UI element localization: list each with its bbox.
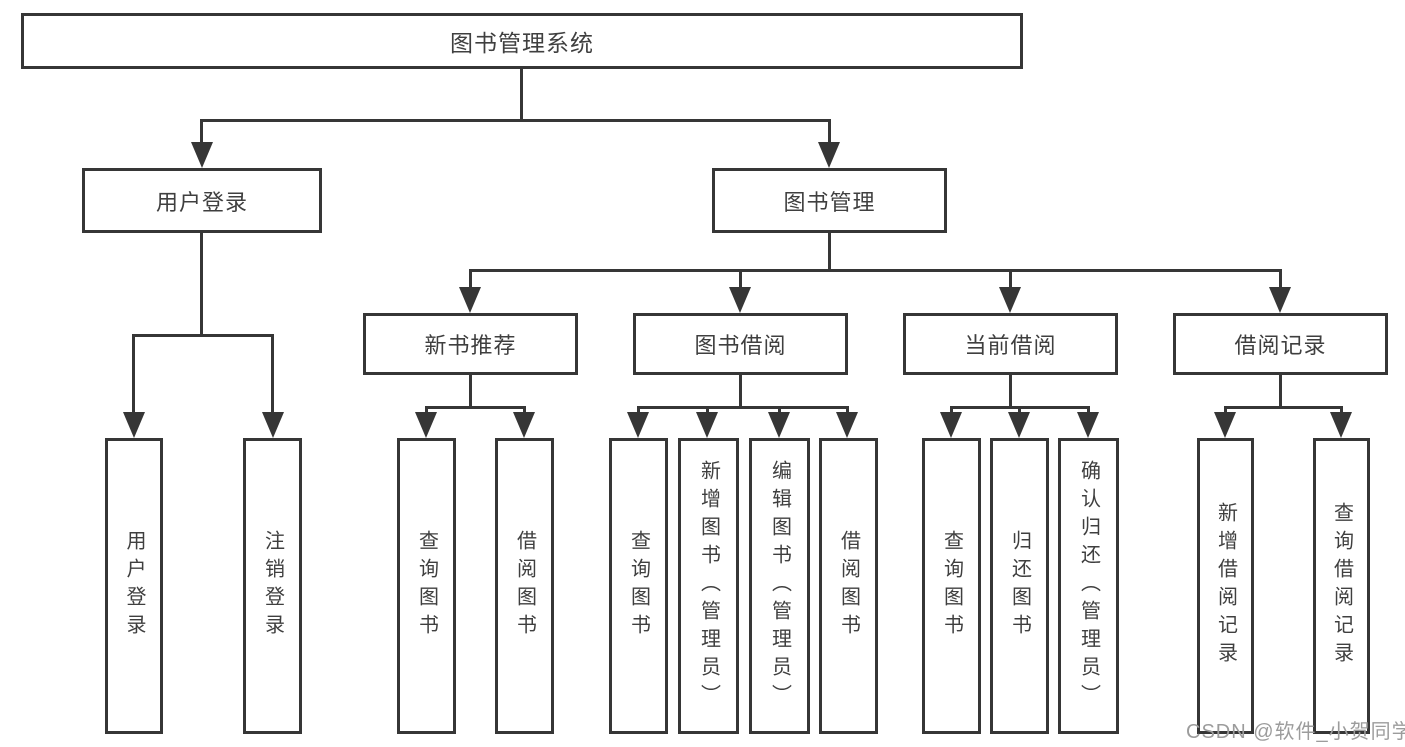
leaf-query-book-current: 查询图书: [922, 438, 981, 734]
leaf-add-borrow-record-label: 新增借阅记录: [1214, 502, 1237, 670]
node-new-book-recommend-label: 新书推荐: [424, 333, 517, 358]
connector-leaf-stem: [425, 406, 428, 416]
arrow-down-icon: [1008, 412, 1030, 438]
arrow-down-icon: [1214, 412, 1236, 438]
connector-group-hbar: [1224, 406, 1343, 409]
arrow-down-icon: [123, 412, 145, 438]
connector-group-down: [469, 375, 472, 407]
arrow-down-icon: [836, 412, 858, 438]
arrow-down-icon: [627, 412, 649, 438]
leaf-query-book-label: 查询图书: [415, 530, 438, 642]
arrow-down-icon: [1330, 412, 1352, 438]
connector-leaf-stem: [1224, 406, 1227, 416]
leaf-user-login: 用户登录: [105, 438, 163, 734]
leaf-edit-book-label: 编辑图书（管理员）: [768, 460, 791, 712]
connector-root-stem: [520, 69, 523, 120]
leaf-query-borrow-record-label: 查询借阅记录: [1330, 502, 1353, 670]
connector-l3-stem: [1279, 269, 1282, 289]
node-book-borrowing-label: 图书借阅: [694, 333, 787, 358]
node-current-borrowing: 当前借阅: [903, 313, 1118, 375]
connector-leaf-stem: [523, 406, 526, 416]
connector-group-down: [739, 375, 742, 407]
arrow-down-icon: [415, 412, 437, 438]
leaf-query-book-label: 查询图书: [940, 530, 963, 642]
leaf-query-book-recommend: 查询图书: [397, 438, 456, 734]
node-book-management-label: 图书管理: [783, 189, 876, 215]
connector-l3-stem: [739, 269, 742, 289]
leaf-query-borrow-record: 查询借阅记录: [1313, 438, 1370, 734]
node-root-label: 图书管理系统: [450, 30, 594, 56]
leaf-query-book-borrow: 查询图书: [609, 438, 668, 734]
node-user-login: 用户登录: [82, 168, 322, 233]
leaf-borrow-book-recommend: 借阅图书: [495, 438, 554, 734]
node-user-login-label: 用户登录: [155, 189, 248, 215]
leaf-query-book-label: 查询图书: [627, 530, 650, 642]
connector-group-down: [1009, 375, 1012, 407]
arrow-down-icon: [1077, 412, 1099, 438]
connector-leaf-stem: [1340, 406, 1343, 416]
connector-login-stem: [200, 119, 203, 145]
node-current-borrowing-label: 当前借阅: [964, 333, 1057, 358]
connector-bookmgmt-down: [828, 233, 831, 271]
leaf-logout-label: 注销登录: [261, 530, 284, 642]
connector-leaf-stem: [778, 406, 781, 416]
node-new-book-recommend: 新书推荐: [363, 313, 578, 375]
node-borrowing-records-label: 借阅记录: [1234, 333, 1327, 358]
arrow-down-icon: [262, 412, 284, 438]
leaf-borrow-book-label: 借阅图书: [837, 530, 860, 642]
connector-leaf-stem: [1018, 406, 1021, 416]
arrow-down-icon: [818, 142, 840, 168]
leaf-user-login-label: 用户登录: [123, 530, 145, 642]
arrow-down-icon: [729, 287, 751, 313]
connector-group-down: [1279, 375, 1282, 407]
arrow-down-icon: [696, 412, 718, 438]
arrow-down-icon: [999, 287, 1021, 313]
connector-leaf-stem: [706, 406, 709, 416]
arrow-down-icon: [191, 142, 213, 168]
arrow-down-icon: [513, 412, 535, 438]
connector-leaf-stem: [846, 406, 849, 416]
arrow-down-icon: [459, 287, 481, 313]
leaf-return-book: 归还图书: [990, 438, 1049, 734]
arrow-down-icon: [940, 412, 962, 438]
connector-l3-stem: [469, 269, 472, 289]
connector-leaf-stem: [271, 334, 274, 414]
node-borrowing-records: 借阅记录: [1173, 313, 1388, 375]
node-root: 图书管理系统: [21, 13, 1023, 69]
leaf-borrow-book: 借阅图书: [819, 438, 878, 734]
leaf-edit-book-admin: 编辑图书（管理员）: [749, 438, 810, 734]
node-book-management: 图书管理: [712, 168, 947, 233]
connector-login-down: [200, 233, 203, 335]
leaf-add-book-label: 新增图书（管理员）: [697, 460, 720, 712]
leaf-confirm-return-label: 确认归还（管理员）: [1077, 460, 1100, 712]
connector-bookmgmt-hbar: [469, 269, 1282, 272]
leaf-confirm-return-admin: 确认归还（管理员）: [1058, 438, 1119, 734]
connector-group-hbar: [637, 406, 849, 409]
connector-l3-stem: [1009, 269, 1012, 289]
connector-leaf-stem: [637, 406, 640, 416]
csdn-watermark: CSDN @软件_小贺同学: [1186, 721, 1405, 743]
connector-group-hbar: [425, 406, 526, 409]
connector-leaf-stem: [1087, 406, 1090, 416]
connector-login-hbar: [132, 334, 274, 337]
node-book-borrowing: 图书借阅: [633, 313, 848, 375]
leaf-add-borrow-record: 新增借阅记录: [1197, 438, 1254, 734]
leaf-logout: 注销登录: [243, 438, 302, 734]
connector-bookmgmt-stem: [828, 119, 831, 145]
leaf-borrow-book-label: 借阅图书: [513, 530, 536, 642]
arrow-down-icon: [768, 412, 790, 438]
connector-leaf-stem: [132, 334, 135, 414]
arrow-down-icon: [1269, 287, 1291, 313]
leaf-return-book-label: 归还图书: [1008, 530, 1031, 642]
leaf-add-book-admin: 新增图书（管理员）: [678, 438, 739, 734]
connector-leaf-stem: [950, 406, 953, 416]
connector-root-hbar: [200, 119, 831, 122]
